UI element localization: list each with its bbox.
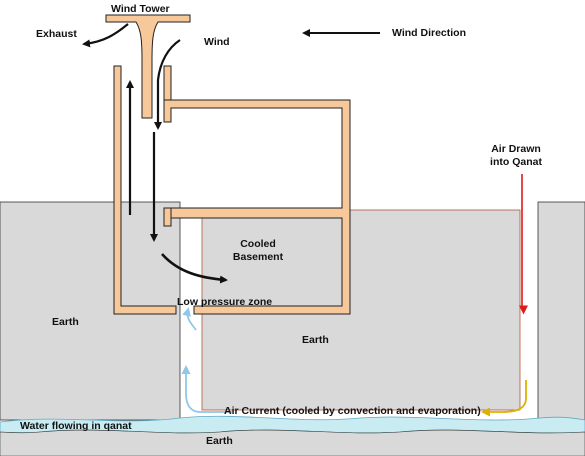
air-drawn-label-line1: Air Drawn	[491, 143, 541, 155]
cooled-basement-label-line2: Basement	[232, 251, 284, 263]
water-label: Water flowing in qanat	[20, 420, 132, 432]
exhaust-arrow	[82, 23, 129, 48]
warm-air-arrow	[481, 380, 527, 417]
wind-in-arrow	[154, 39, 181, 130]
cooled-basement-label-line1: Cooled	[240, 238, 276, 250]
wind-direction-label: Wind Direction	[392, 27, 466, 39]
air-drawn-label-line2: into Qanat	[490, 156, 542, 168]
earth-left-label: Earth	[52, 316, 79, 328]
wind-tower-label: Wind Tower	[111, 3, 170, 15]
earth-bottom-label: Earth	[206, 435, 233, 447]
earth-right-block	[537, 201, 585, 421]
cold-air-rise-arrow	[182, 307, 197, 331]
earth-bottom-strip	[0, 429, 585, 456]
exhaust-label: Exhaust	[36, 28, 77, 40]
air-current-label: Air Current (cooled by convection and ev…	[224, 405, 481, 417]
wind-tower-cap	[105, 14, 191, 119]
earth-middle-label: Earth	[302, 334, 329, 346]
low-pressure-label: Low pressure zone	[177, 296, 273, 308]
cooled-air-arrow	[161, 253, 228, 284]
cold-air-arrow	[181, 365, 232, 413]
building-structure	[113, 65, 351, 315]
wind-label: Wind	[204, 36, 230, 48]
